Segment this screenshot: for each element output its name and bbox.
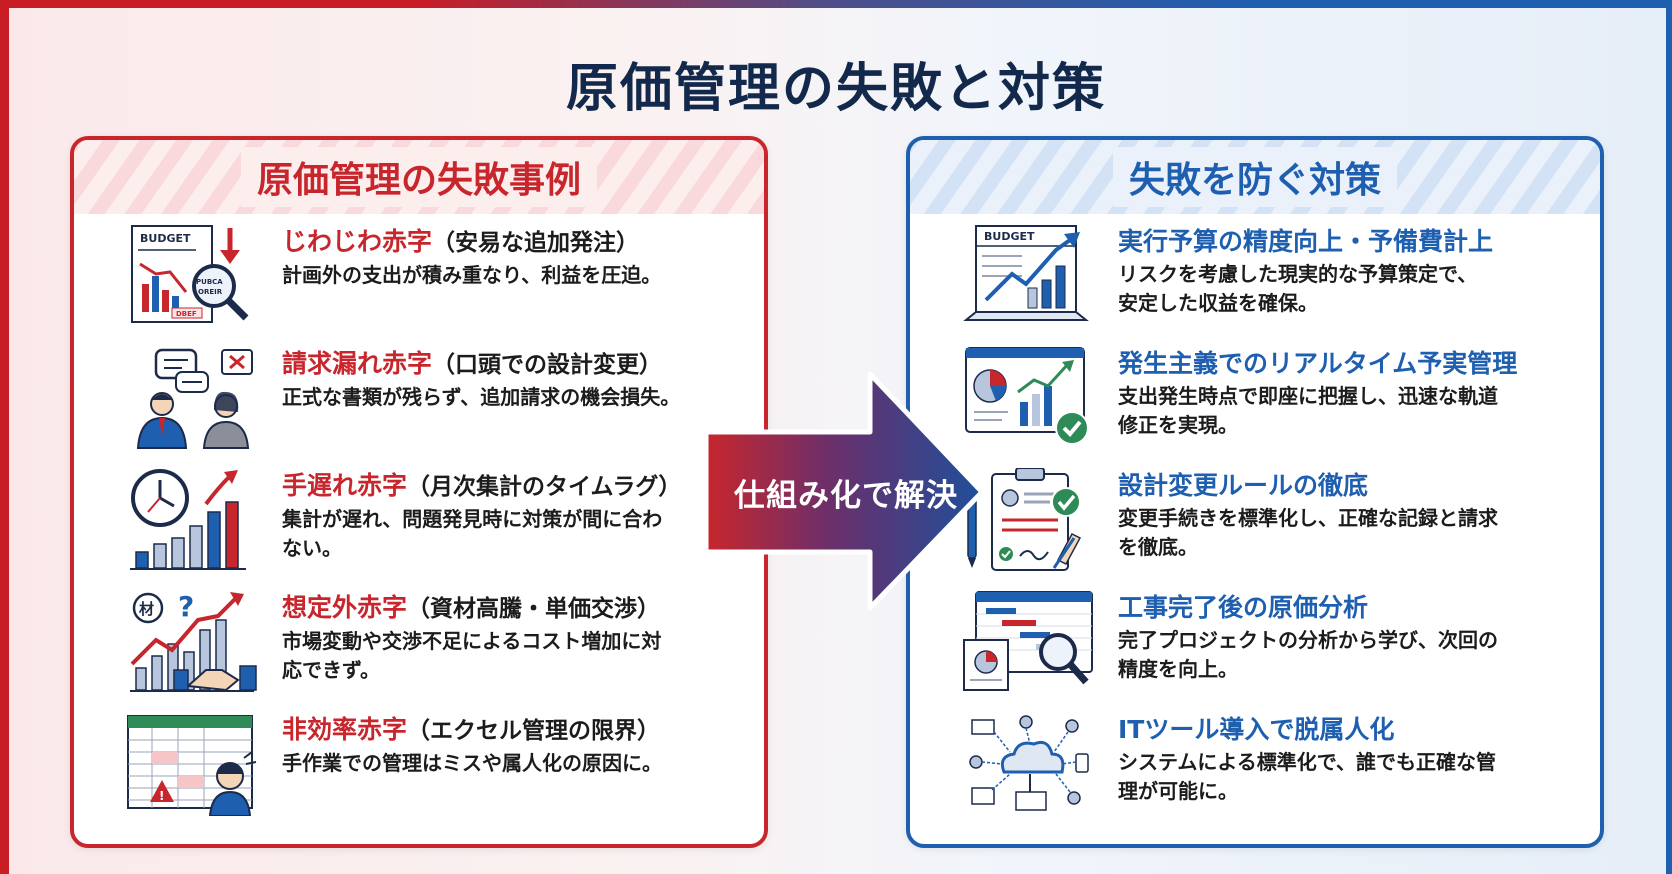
svg-text:BUDGET: BUDGET <box>984 230 1035 243</box>
countermeasure-desc-3: 変更手続きを標準化し、正確な記録と請求を徹底。 <box>1118 506 1498 559</box>
failure-headline-1: じわじわ赤字 <box>282 227 433 256</box>
left-border <box>0 0 9 874</box>
solution-arrow: 仕組み化で解決 <box>700 371 990 612</box>
failure-desc-1: 計画外の支出が積み重なり、利益を圧迫。 <box>282 263 662 287</box>
failure-sub-2: （口頭での設計変更） <box>432 352 663 378</box>
svg-text:!: ! <box>159 789 164 803</box>
countermeasure-panel-header: 失敗を防ぐ対策 <box>910 140 1600 214</box>
failure-item-4: 材 ? 想定外赤字（資材高騰・単価交渉） 市場変動や交渉不足によるコスト増加に対… <box>74 586 764 706</box>
countermeasure-headline-1: 実行予算の精度向上・予備費計上 <box>1118 227 1494 256</box>
budget-magnifier-icon: BUDGET PUBCA OREIR DBEF <box>126 224 260 328</box>
countermeasure-headline-4: 工事完了後の原価分析 <box>1118 593 1369 622</box>
svg-text:BUDGET: BUDGET <box>140 232 191 245</box>
failure-item-2: 請求漏れ赤字（口頭での設計変更） 正式な書類が残らず、追加請求の機会損失。 <box>74 342 764 462</box>
failure-panel-title: 原価管理の失敗事例 <box>240 147 597 207</box>
failure-desc-5: 手作業での管理はミスや属人化の原因に。 <box>282 751 662 775</box>
countermeasure-desc-1: リスクを考慮した現実的な予算策定で、安定した収益を確保。 <box>1118 262 1478 315</box>
failure-headline-2: 請求漏れ赤字 <box>282 349 433 378</box>
svg-text:PUBCA: PUBCA <box>196 278 223 286</box>
failure-headline-5: 非効率赤字 <box>282 715 408 744</box>
failure-item-1: BUDGET PUBCA OREIR DBEF じわじわ赤字（安易な追加発注） … <box>74 220 764 340</box>
countermeasures-panel: 失敗を防ぐ対策 BUDGET 実行予算の精度向上・予備費計上 リスクを考慮した現… <box>906 136 1604 848</box>
failure-headline-3: 手遅れ赤字 <box>282 471 408 500</box>
failure-desc-2: 正式な書類が残らず、追加請求の機会損失。 <box>282 385 681 409</box>
failure-item-5: ! 非効率赤字（エクセル管理の限界） 手作業での管理はミスや属人化の原因に。 <box>74 708 764 828</box>
failure-desc-3: 集計が遅れ、問題発見時に対策が間に合わない。 <box>282 507 663 560</box>
failure-item-3: 手遅れ赤字（月次集計のタイムラグ） 集計が遅れ、問題発見時に対策が間に合わない。 <box>74 464 764 584</box>
countermeasure-panel-title: 失敗を防ぐ対策 <box>1112 147 1397 207</box>
conversation-people-icon <box>126 346 260 450</box>
failure-desc-4: 市場変動や交渉不足によるコスト増加に対応できず。 <box>282 629 662 682</box>
countermeasure-item-1: BUDGET 実行予算の精度向上・予備費計上 リスクを考慮した現実的な予算策定で… <box>910 220 1600 340</box>
countermeasure-headline-5: ITツール導入で脱属人化 <box>1118 715 1395 744</box>
svg-text:OREIR: OREIR <box>198 288 223 296</box>
failure-cases-panel: 原価管理の失敗事例 BUDGET PUBCA OREIR DBEF <box>70 136 768 848</box>
countermeasure-item-2: 発生主義でのリアルタイム予実管理 支出発生時点で即座に把握し、迅速な軌道修正を実… <box>910 342 1600 462</box>
countermeasure-desc-4: 完了プロジェクトの分析から学び、次回の精度を向上。 <box>1118 628 1498 681</box>
spreadsheet-stress-icon: ! <box>126 712 260 817</box>
countermeasure-headline-2: 発生主義でのリアルタイム予実管理 <box>1118 349 1518 378</box>
dashboard-check-icon <box>962 346 1096 450</box>
svg-text:?: ? <box>178 590 194 623</box>
countermeasure-item-3: 設計変更ルールの徹底 変更手続きを標準化し、正確な記録と請求を徹底。 <box>910 464 1600 584</box>
countermeasure-desc-5: システムによる標準化で、誰でも正確な管理が可能に。 <box>1118 750 1496 803</box>
gantt-analysis-icon <box>962 590 1096 694</box>
clock-chart-icon <box>126 468 260 572</box>
cloud-network-icon <box>962 712 1096 816</box>
failure-sub-1: （安易な追加発注） <box>432 230 640 256</box>
svg-text:DBEF: DBEF <box>176 310 197 318</box>
failure-sub-3: （月次集計のタイムラグ） <box>407 474 682 500</box>
failure-sub-5: （エクセル管理の限界） <box>407 718 661 744</box>
countermeasure-item-4: 工事完了後の原価分析 完了プロジェクトの分析から学び、次回の精度を向上。 <box>910 586 1600 706</box>
countermeasure-item-5: ITツール導入で脱属人化 システムによる標準化で、誰でも正確な管理が可能に。 <box>910 708 1600 828</box>
budget-growth-icon: BUDGET <box>962 224 1096 328</box>
clipboard-signature-icon <box>962 467 1096 572</box>
countermeasure-desc-2: 支出発生時点で即座に把握し、迅速な軌道修正を実現。 <box>1118 384 1498 437</box>
right-border <box>1666 0 1672 874</box>
solution-arrow-label: 仕組み化で解決 <box>734 478 958 514</box>
page-title: 原価管理の失敗と対策 <box>565 59 1106 119</box>
svg-text:材: 材 <box>139 600 154 618</box>
rising-cost-handshake-icon: 材 ? <box>126 590 260 694</box>
failure-headline-4: 想定外赤字 <box>282 593 408 622</box>
countermeasure-headline-3: 設計変更ルールの徹底 <box>1118 471 1369 500</box>
failure-panel-header: 原価管理の失敗事例 <box>74 140 764 214</box>
failure-sub-4: （資材高騰・単価交渉） <box>407 596 661 622</box>
top-border <box>0 0 1672 8</box>
